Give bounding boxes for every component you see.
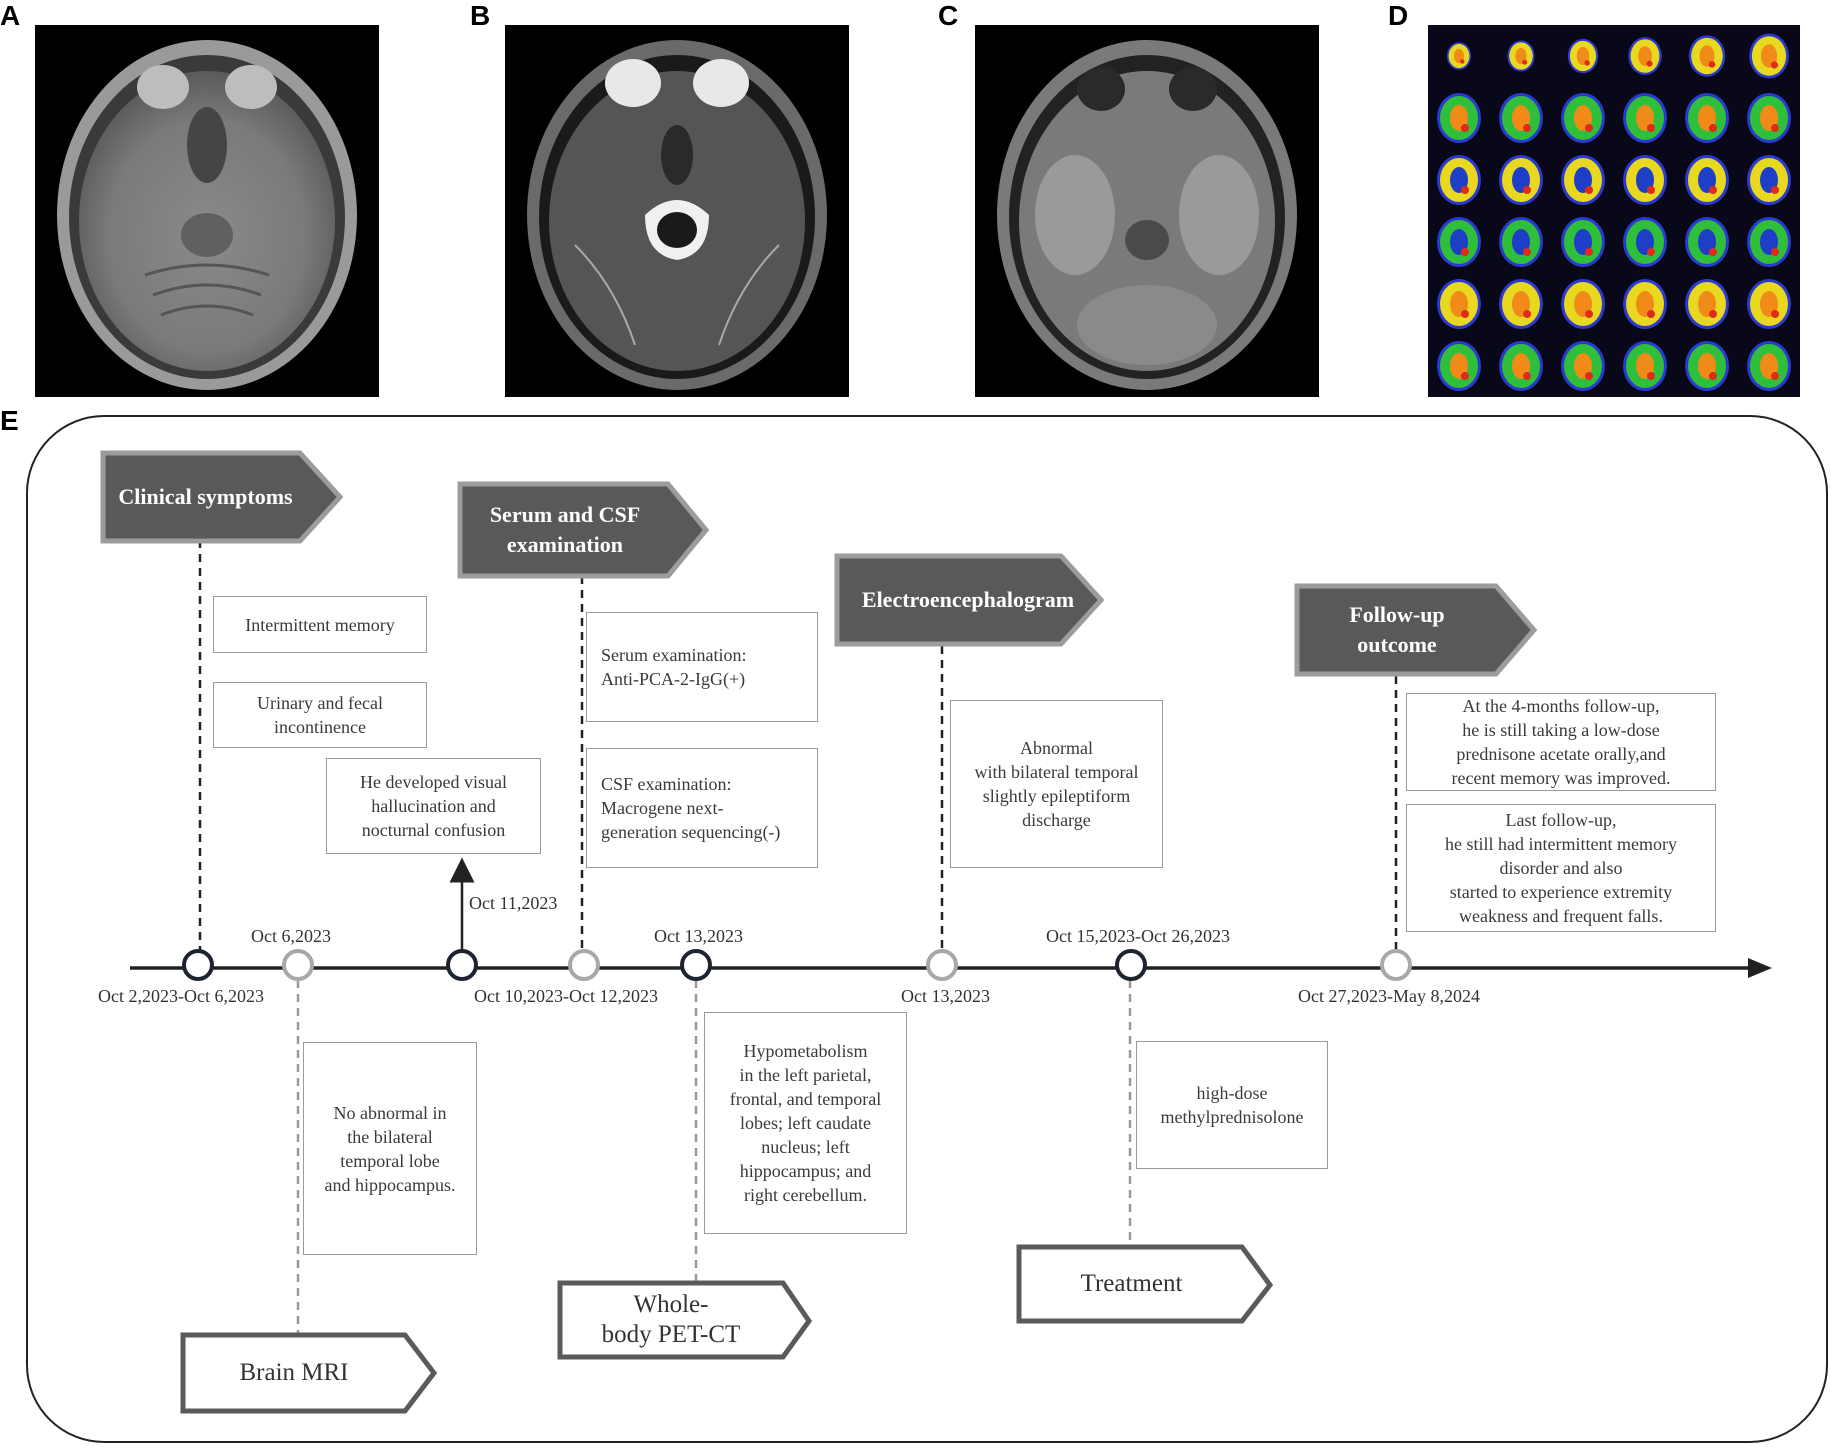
box-followup-last: Last follow-up, he still had intermitten… xyxy=(1406,804,1716,932)
pet-slice xyxy=(1747,341,1791,391)
pet-slice xyxy=(1623,217,1667,267)
pet-slice xyxy=(1685,93,1729,143)
pet-slice xyxy=(1749,33,1789,79)
pet-slice xyxy=(1507,40,1535,72)
pet-slice xyxy=(1623,93,1667,143)
node-8 xyxy=(1380,949,1412,981)
pet-slice xyxy=(1685,155,1729,205)
panel-label-d: D xyxy=(1388,0,1409,31)
panel-label-c: C xyxy=(938,0,959,31)
date-oct6: Oct 6,2023 xyxy=(251,926,331,946)
tag-serum-shape xyxy=(457,481,710,579)
box-csf-examination: CSF examination: Macrogene next- generat… xyxy=(586,748,818,868)
node-6 xyxy=(926,949,958,981)
tag-serum-csf: Serum and CSF examination xyxy=(489,502,641,557)
pet-slice xyxy=(1437,341,1481,391)
tag-electroencephalogram: Electroencephalogram xyxy=(861,587,1075,612)
panel-label-a: A xyxy=(0,0,21,31)
tag-follow-up-outcome: Follow-up outcome xyxy=(1349,602,1445,657)
date-oct27-may8: Oct 27,2023-May 8,2024 xyxy=(1298,986,1480,1006)
pet-slice xyxy=(1747,93,1791,143)
tag-brain-mri: Brain MRI xyxy=(239,1359,349,1386)
tag-treatment-shape xyxy=(1016,1244,1274,1324)
box-serum-examination: Serum examination: Anti-PCA-2-IgG(+) xyxy=(586,612,818,722)
pet-slice xyxy=(1437,217,1481,267)
pet-slice xyxy=(1561,93,1605,143)
date-oct11: Oct 11,2023 xyxy=(469,893,558,913)
pet-slice xyxy=(1499,93,1543,143)
timeline-axis-arrowhead xyxy=(1748,958,1772,978)
pet-slice xyxy=(1685,279,1729,329)
pet-slice xyxy=(1623,279,1667,329)
tag-treatment: Treatment xyxy=(1080,1270,1183,1297)
node-1 xyxy=(182,949,214,981)
date-oct15-oct26: Oct 15,2023-Oct 26,2023 xyxy=(1046,926,1230,946)
box-hallucination: He developed visual hallucination and no… xyxy=(326,758,541,854)
tag-mri-shape xyxy=(180,1332,438,1414)
tag-pet-shape xyxy=(557,1280,813,1360)
pet-slice xyxy=(1628,37,1662,75)
tag-followup-shape xyxy=(1294,583,1538,677)
node-5 xyxy=(680,949,712,981)
date-oct13-eeg: Oct 13,2023 xyxy=(901,986,990,1006)
node-3 xyxy=(446,949,478,981)
panel-label-e: E xyxy=(0,405,19,436)
pet-slice xyxy=(1623,341,1667,391)
pet-slice xyxy=(1499,279,1543,329)
pet-slice xyxy=(1437,93,1481,143)
node-2 xyxy=(282,949,314,981)
pet-slice xyxy=(1747,155,1791,205)
pet-slice xyxy=(1747,279,1791,329)
node-7 xyxy=(1115,949,1147,981)
tag-eeg-shape xyxy=(834,553,1105,647)
pet-slice xyxy=(1446,42,1472,70)
pet-slice xyxy=(1561,155,1605,205)
pet-slice xyxy=(1499,341,1543,391)
box-mri-result: No abnormal in the bilateral temporal lo… xyxy=(303,1042,477,1255)
box-followup-4-months: At the 4-months follow-up, he is still t… xyxy=(1406,693,1716,791)
box-pet-result: Hypometabolism in the left parietal, fro… xyxy=(704,1012,907,1234)
box-eeg-result: Abnormal with bilateral temporal slightl… xyxy=(950,700,1163,868)
mri-t1-image xyxy=(35,25,379,397)
pet-slice xyxy=(1685,217,1729,267)
mri-t2-image xyxy=(505,25,849,397)
node-4 xyxy=(568,949,600,981)
pet-slice xyxy=(1499,217,1543,267)
box-intermittent-memory: Intermittent memory xyxy=(213,596,427,653)
pet-slice xyxy=(1688,35,1726,77)
pet-slice xyxy=(1437,155,1481,205)
date-oct10-oct12: Oct 10,2023-Oct 12,2023 xyxy=(474,986,658,1006)
timeline-frame xyxy=(26,415,1828,1443)
box-treatment-detail: high-dose methylprednisolone xyxy=(1136,1041,1328,1169)
pet-slice xyxy=(1437,279,1481,329)
tag-whole-body-pet-ct: Whole- body PET-CT xyxy=(601,1291,741,1348)
date-oct2-oct6: Oct 2,2023-Oct 6,2023 xyxy=(98,986,264,1006)
pet-slice xyxy=(1561,217,1605,267)
panel-label-b: B xyxy=(470,0,491,31)
box-incontinence: Urinary and fecal incontinence xyxy=(213,682,427,748)
tag-clinical-shape xyxy=(100,450,344,544)
mri-flair-image xyxy=(975,25,1319,397)
pet-slice-grid xyxy=(1428,25,1800,397)
pet-slice xyxy=(1499,155,1543,205)
pet-slice xyxy=(1561,279,1605,329)
tag-clinical-symptoms: Clinical symptoms xyxy=(118,484,293,509)
pet-slice xyxy=(1747,217,1791,267)
pet-slice xyxy=(1561,341,1605,391)
pet-slice xyxy=(1685,341,1729,391)
pet-slice xyxy=(1567,38,1599,74)
date-oct13-pet: Oct 13,2023 xyxy=(654,926,743,946)
pet-slice xyxy=(1623,155,1667,205)
